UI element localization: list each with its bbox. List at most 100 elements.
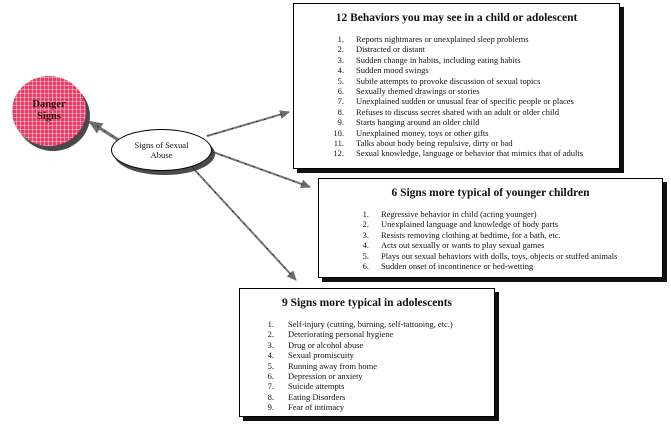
danger-signs-label-line2: Signs — [37, 111, 61, 122]
item-text: Sudden mood swings — [356, 65, 429, 76]
item-number: 7. — [337, 96, 344, 107]
item-number: 10. — [333, 127, 344, 138]
list-item: 2.Distracted or distant — [294, 44, 619, 54]
list-item: 9. Fear of intimacy — [240, 402, 494, 412]
hub-node-signs-of-sexual-abuse: Signs of Sexual Abuse — [111, 129, 212, 171]
item-text: Eating Disorders — [288, 391, 346, 402]
list-item: 7. Suicide attempts — [240, 381, 494, 391]
item-number: 9. — [337, 117, 344, 128]
arrow-hub-to-adolescents — [191, 166, 297, 281]
list-item: 2. Deteriorating personal hygiene — [240, 329, 494, 339]
item-number: 1. — [362, 209, 369, 219]
box-behaviors-child-adolescent: 12 Behaviors you may see in a child or a… — [293, 3, 620, 169]
item-number: 2. — [267, 329, 274, 340]
item-text: Plays out sexual behaviors with dolls, t… — [381, 250, 618, 261]
list-item: 3. Drug or alcohol abuse — [240, 340, 494, 350]
item-text: Unexplained sudden or unusual fear of sp… — [356, 96, 574, 107]
arrow-hub-to-danger — [88, 120, 121, 143]
list-item: 9. Starts hanging around an older child — [294, 117, 619, 127]
danger-signs-node: Danger Signs — [12, 76, 86, 146]
item-text: Unexplained language and knowledge of bo… — [381, 219, 559, 230]
list-item: 4. Sudden mood swings — [294, 65, 619, 75]
item-text: Unexplained money, toys or other gifts — [356, 127, 489, 138]
item-text: Subtle attempts to provoke discussion of… — [356, 75, 541, 86]
item-text: Resists removing clothing at bedtime, fo… — [381, 229, 561, 240]
item-number: 6. — [362, 261, 369, 272]
item-number: 5. — [362, 250, 369, 261]
item-number: 3. — [362, 229, 369, 240]
item-text: Talks about body being repulsive, dirty … — [356, 138, 513, 149]
item-text: Sexual knowledge, language or behavior t… — [356, 148, 584, 159]
item-text: Sexual promiscuity — [288, 350, 354, 361]
item-number: 7. — [267, 381, 274, 392]
item-text: Acts out sexually or wants to play sexua… — [381, 240, 545, 251]
item-number: 3. — [267, 339, 274, 350]
box-signs-adolescents: 9 Signs more typical in adolescents 1. Se… — [239, 288, 495, 417]
list-item: 12. Sexual knowledge, language or behavio… — [294, 148, 619, 158]
hub-label-line2: Abuse — [150, 150, 173, 160]
item-number: 8. — [337, 106, 344, 117]
list-item: 5. Running away from home — [240, 361, 494, 371]
item-number: 8. — [267, 391, 274, 402]
item-number: 5. — [337, 75, 344, 86]
item-text: Fear of intimacy — [288, 402, 345, 413]
list-item: 1. Reports nightmares or unexplained slee… — [294, 34, 619, 44]
item-number: 9. — [267, 402, 274, 413]
item-number: 12. — [333, 148, 344, 159]
numbered-list: 1. Self-injury (cutting, burning, self-ta… — [240, 319, 494, 413]
list-item: 4. Acts out sexually or wants to play sex… — [319, 240, 662, 250]
item-number: 11. — [333, 138, 344, 149]
item-text: Sudden change in habits, including eatin… — [356, 54, 521, 65]
item-number: 4. — [337, 65, 344, 76]
item-number: 4. — [362, 240, 369, 251]
list-item: 1. Self-injury (cutting, burning, self-ta… — [240, 319, 494, 329]
item-text: Running away from home — [288, 360, 377, 371]
list-item: 1. Regressive behavior in child (acting y… — [319, 209, 662, 219]
list-item: 8. Eating Disorders — [240, 392, 494, 402]
list-item: 6. Sudden onset of incontinence or bed-we… — [319, 261, 662, 271]
arrow-hub-to-younger — [212, 151, 311, 189]
box-signs-younger-children: 6 Signs more typical of younger children… — [318, 178, 663, 278]
box-title: 9 Signs more typical in adolescents — [281, 297, 453, 309]
item-number: 5. — [267, 360, 274, 371]
list-item: 11. Talks about body being repulsive, dir… — [294, 138, 619, 148]
box-title: 12 Behaviors you may see in a child or a… — [335, 12, 578, 24]
arrow-hub-to-behaviors — [206, 110, 290, 137]
item-text: Starts hanging around an older child — [356, 117, 480, 128]
box-title: 6 Signs more typical of younger children — [391, 187, 590, 199]
list-item: 6. Sexually themed drawings or stories — [294, 86, 619, 96]
item-number: 6. — [337, 86, 344, 97]
item-text: Sexually themed drawings or stories — [356, 86, 480, 97]
item-number: 2. — [362, 219, 369, 230]
list-item: 4. Sexual promiscuity — [240, 350, 494, 360]
item-text: Reports nightmares or unexplained sleep … — [356, 34, 529, 44]
item-number: 4. — [267, 350, 274, 361]
item-text: Depression or anxiety — [288, 371, 363, 382]
item-text: Sudden onset of incontinence or bed-wett… — [381, 261, 534, 272]
list-item: 7. Unexplained sudden or unusual fear of … — [294, 96, 619, 106]
item-text: Deteriorating personal hygiene — [288, 329, 394, 340]
numbered-list: 1. Regressive behavior in child (acting y… — [319, 209, 662, 271]
list-item: 3. Sudden change in habits, including eat… — [294, 55, 619, 65]
item-number: 1. — [337, 34, 344, 44]
list-item: 8. Refuses to discuss secret shared with … — [294, 107, 619, 117]
list-item: 3. Resists removing clothing at bedtime, … — [319, 230, 662, 240]
hub-label-line1: Signs of Sexual — [134, 140, 189, 150]
item-text: Regressive behavior in child (acting you… — [381, 209, 537, 219]
item-number: 3. — [337, 54, 344, 65]
danger-signs-label-line1: Danger — [32, 99, 66, 110]
item-text: Refuses to discuss secret shared with an… — [356, 106, 560, 117]
item-text: Drug or alcohol abuse — [288, 339, 364, 350]
list-item: 10. Unexplained money, toys or other gift… — [294, 128, 619, 138]
item-number: 1. — [267, 319, 274, 329]
item-text: Suicide attempts — [288, 381, 345, 392]
list-item: 5. Subtle attempts to provoke discussion … — [294, 76, 619, 86]
item-text: Self-injury (cutting, burning, self-tatt… — [288, 319, 453, 329]
item-number: 2. — [337, 44, 344, 55]
list-item: 2. Unexplained language and knowledge of … — [319, 219, 662, 229]
numbered-list: 1. Reports nightmares or unexplained slee… — [294, 34, 619, 159]
list-item: 5. Plays out sexual behaviors with dolls,… — [319, 251, 662, 261]
item-number: 6. — [267, 371, 274, 382]
